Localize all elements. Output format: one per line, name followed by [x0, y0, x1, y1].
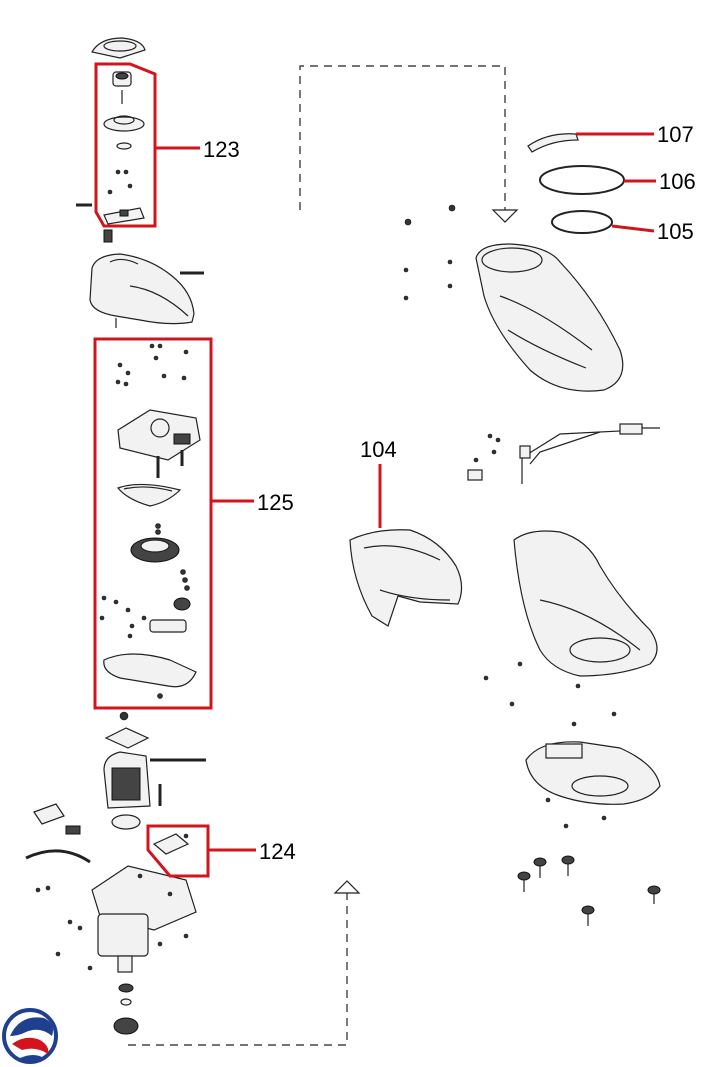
callout-124: 124 — [259, 839, 296, 864]
base-housing-part — [483, 530, 658, 727]
gearbox-assembly-parts — [99, 343, 201, 699]
group-125-highlight-box — [93, 337, 213, 710]
motor-assembly-parts — [25, 711, 206, 1035]
lid-cap-part — [91, 37, 146, 59]
callout-125: 125 — [257, 490, 294, 515]
callout-123: 123 — [203, 137, 240, 162]
callout-104: 104 — [360, 437, 397, 462]
base-plate-part — [525, 741, 661, 829]
assembly-flow-arrow-top — [299, 65, 519, 223]
ring-parts — [527, 133, 625, 234]
assembly-flow-arrow-bottom — [128, 880, 361, 1046]
power-cord-part — [467, 423, 660, 484]
group-123-highlight-box — [94, 62, 157, 228]
callout-106: 106 — [659, 169, 696, 194]
feet-parts — [517, 855, 661, 926]
group-124-highlight-box — [146, 824, 210, 878]
leader-line-105 — [611, 224, 655, 233]
upper-housing-part — [89, 229, 204, 328]
brand-swirl-icon — [2, 1008, 58, 1064]
callout-105: 105 — [657, 219, 694, 244]
jug-body-part — [403, 204, 624, 392]
handle-shell-part — [349, 529, 463, 627]
callout-107: 107 — [657, 122, 694, 147]
blade-assembly-parts — [103, 71, 145, 225]
